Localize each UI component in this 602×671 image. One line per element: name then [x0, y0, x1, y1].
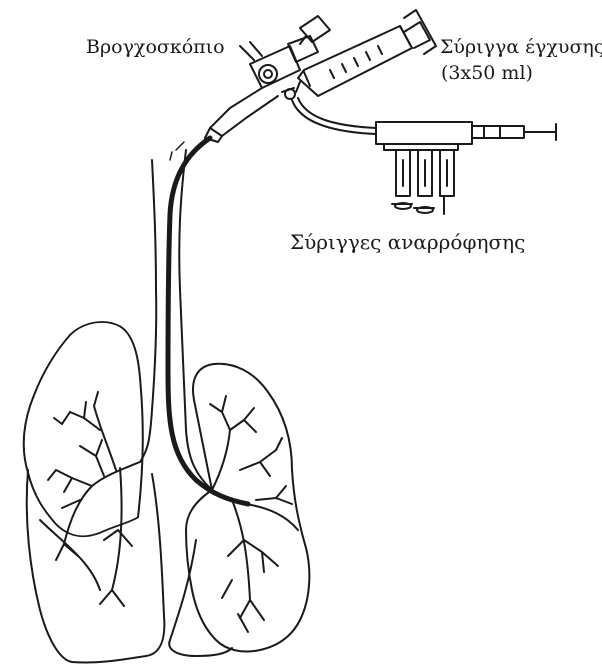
- bronchoscope: [205, 16, 330, 142]
- right-lung: [169, 364, 309, 656]
- infusion-syringe-label: Σύριγγα έγχυσης: [440, 36, 602, 58]
- infusion-volume-label: (3x50 ml): [441, 62, 533, 84]
- aspiration-syringes: [376, 122, 556, 214]
- bronchoscope-tube: [168, 138, 248, 504]
- left-lung: [24, 322, 165, 663]
- connection-tubing: [292, 98, 376, 134]
- aspiration-syringes-label: Σύριγγες αναρρόφησης: [290, 230, 525, 254]
- bronchoscope-label: Βρογχοσκόπιο: [86, 36, 225, 58]
